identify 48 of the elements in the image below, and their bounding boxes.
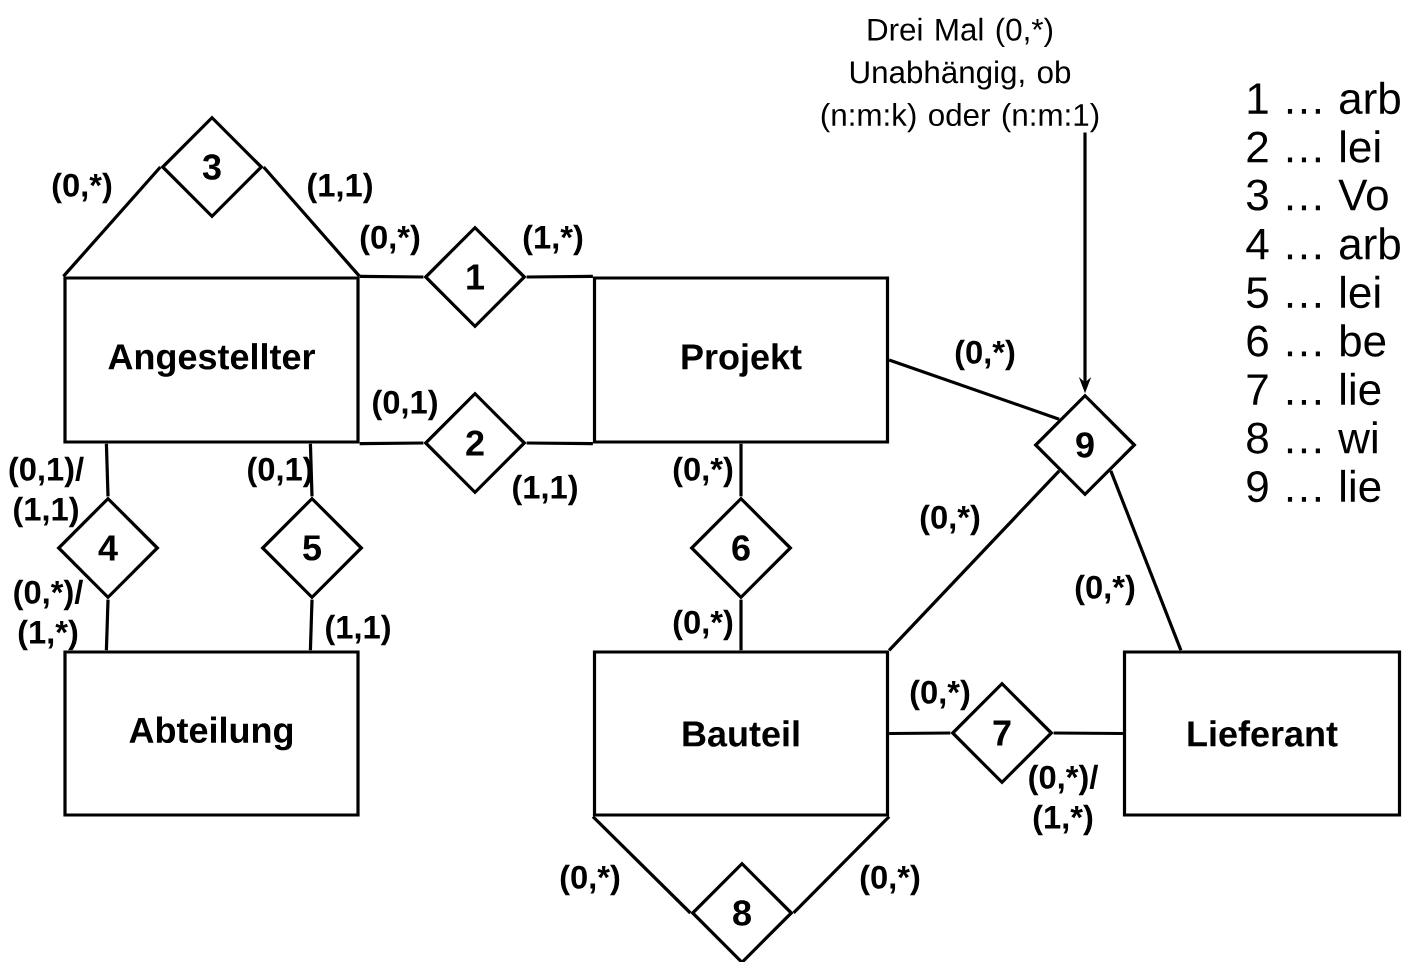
numbered-note: 7 … lie: [1247, 372, 1381, 406]
connector-line: [739, 443, 743, 497]
annotation-text: Drei Mal (0,*) Unabhängig, ob (n:m:k) oder (n:m:1): [821, 17, 1099, 133]
entity-box: Angestellter: [63, 276, 360, 444]
connector-line: [526, 274, 593, 279]
cardinality-label: (0,*): [1075, 574, 1135, 606]
numbered-note: 5 … lei: [1247, 275, 1380, 309]
entity-box: Lieferant: [1122, 650, 1402, 817]
cardinality-label: (0,1): [373, 389, 437, 421]
connector-line: [359, 441, 424, 446]
cardinality-label: (0,*): [52, 172, 112, 204]
entity-box: Abteilung: [63, 650, 360, 817]
numbered-note: 6 … be: [1247, 324, 1386, 357]
entity-box: Bauteil: [592, 650, 890, 817]
connector-line: [104, 599, 110, 651]
connector-line: [889, 731, 951, 736]
cardinality-label: (0,*): [560, 864, 620, 896]
cardinality-label: (0,*): [673, 456, 733, 488]
connector-line: [792, 815, 891, 915]
numbered-note: 8 … wi: [1247, 421, 1377, 454]
connector-line: [887, 469, 1061, 652]
numbered-note: 4 … arb: [1246, 227, 1400, 260]
entity-box: Projekt: [592, 276, 890, 444]
cardinality-label: (1,1): [326, 614, 390, 646]
numbered-note: 3 … Vo: [1246, 179, 1388, 211]
cardinality-label: (1,1): [308, 172, 372, 204]
cardinality-label: (0,*): [955, 339, 1015, 371]
cardinality-label: (0,*): [673, 609, 733, 641]
numbered-note: 2 … lei: [1247, 130, 1380, 163]
connector-line: [526, 441, 593, 446]
connector-line: [104, 443, 110, 497]
connector-line: [308, 599, 314, 651]
connector-line: [359, 274, 424, 279]
cardinality-label: (0,1): [248, 456, 312, 488]
connector-line: [262, 165, 361, 278]
connector-line: [739, 599, 743, 651]
connector-line: [308, 443, 314, 497]
connector-line: [888, 358, 1060, 421]
numbered-note: 9 … lie: [1247, 469, 1381, 503]
cardinality-label: (0,*): [860, 864, 920, 896]
connector-line: [62, 165, 162, 278]
cardinality-label: (1,1): [513, 474, 577, 506]
cardinality-label: (0,*): [920, 504, 980, 536]
cardinality-label: (0,*): [360, 224, 420, 256]
numbered-note: 1 … arb: [1248, 81, 1400, 115]
connector-line: [1053, 731, 1123, 736]
connector-line: [1109, 470, 1183, 651]
connector-line: [591, 815, 692, 915]
